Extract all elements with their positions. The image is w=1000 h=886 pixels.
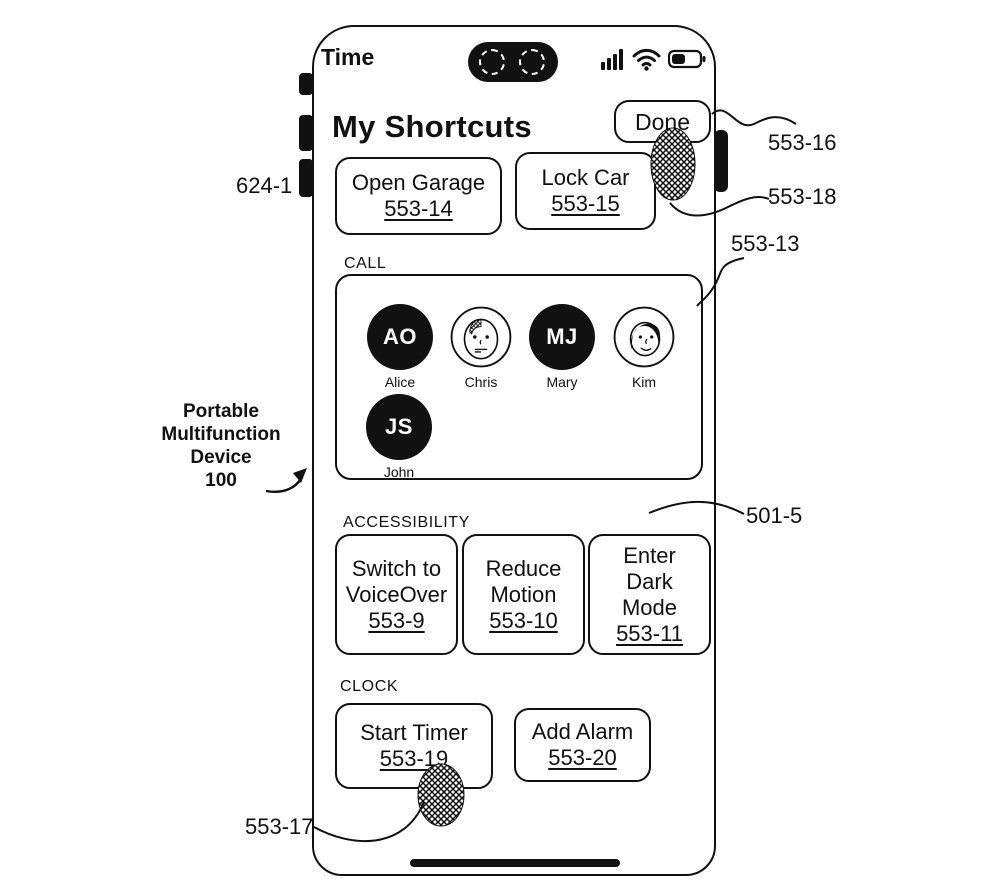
shortcut-ref: 553-9 bbox=[368, 607, 425, 633]
contact-kim[interactable]: Kim bbox=[611, 304, 677, 390]
contact-john[interactable]: JS John bbox=[366, 394, 432, 480]
avatar: AO bbox=[367, 304, 433, 370]
contact-name: John bbox=[383, 464, 415, 480]
done-button[interactable]: Done bbox=[614, 100, 711, 143]
contact-chris[interactable]: Chris bbox=[448, 304, 514, 390]
device-frame: Time My Shortcuts bbox=[312, 25, 716, 876]
camera-icon bbox=[479, 49, 505, 75]
ref-label-screen: 501-5 bbox=[746, 503, 803, 528]
contact-mary[interactable]: MJ Mary bbox=[529, 304, 595, 390]
clock-section-heading: CLOCK bbox=[340, 678, 399, 695]
action-button[interactable] bbox=[299, 159, 313, 197]
battery-icon bbox=[668, 49, 706, 69]
shortcut-ref: 553-19 bbox=[379, 746, 449, 771]
wifi-icon bbox=[632, 48, 661, 71]
avatar: JS bbox=[366, 394, 432, 460]
shortcut-label: Add Alarm bbox=[531, 719, 634, 744]
shortcut-label: Open Garage bbox=[351, 170, 486, 195]
shortcut-lock-car-button[interactable]: Lock Car 553-15 bbox=[515, 152, 656, 230]
avatar: MJ bbox=[529, 304, 595, 370]
shortcut-label: Start Timer bbox=[360, 720, 468, 745]
shortcut-voiceover-button[interactable]: Switch to VoiceOver 553-9 bbox=[335, 534, 458, 655]
accessibility-section-heading: ACCESSIBILITY bbox=[343, 514, 470, 531]
ref-label-done-button: 553-16 bbox=[768, 130, 837, 155]
male-face-icon bbox=[450, 306, 512, 368]
statusbar-icons bbox=[601, 47, 706, 71]
shortcut-label: Enter Dark Mode bbox=[621, 542, 678, 620]
home-indicator[interactable] bbox=[410, 859, 620, 867]
shortcut-ref: 553-20 bbox=[548, 745, 617, 770]
contact-name: Chris bbox=[464, 374, 498, 390]
ref-label-side-button: 624-1 bbox=[236, 173, 293, 198]
call-section-heading: CALL bbox=[344, 255, 387, 272]
volume-up-button[interactable] bbox=[299, 73, 313, 95]
shortcut-ref: 553-10 bbox=[489, 607, 558, 633]
ref-label-done-touch: 553-18 bbox=[768, 184, 837, 209]
device-caption-line: Portable bbox=[182, 401, 260, 422]
device-caption-line: Multifunction bbox=[161, 424, 281, 445]
statusbar-time: Time bbox=[321, 44, 375, 70]
shortcut-label: Reduce Motion bbox=[485, 555, 562, 607]
contact-name: Kim bbox=[631, 374, 657, 390]
camera-icon bbox=[519, 49, 545, 75]
shortcut-add-alarm-button[interactable]: Add Alarm 553-20 bbox=[514, 708, 651, 782]
shortcut-ref: 553-15 bbox=[551, 191, 620, 216]
device-caption-line: 100 bbox=[205, 470, 237, 491]
contact-name: Mary bbox=[546, 374, 578, 390]
device-caption: Portable Multifunction Device 100 bbox=[128, 400, 314, 492]
page-title: My Shortcuts bbox=[332, 109, 532, 144]
shortcut-open-garage-button[interactable]: Open Garage 553-14 bbox=[335, 157, 502, 235]
power-button[interactable] bbox=[714, 130, 728, 192]
ref-label-call-section: 553-13 bbox=[731, 231, 800, 256]
avatar bbox=[448, 304, 514, 370]
device-caption-line: Device bbox=[190, 447, 252, 468]
done-button-label: Done bbox=[635, 108, 690, 135]
shortcut-label: Lock Car bbox=[541, 165, 630, 190]
shortcut-ref: 553-11 bbox=[616, 620, 683, 646]
signal-icon bbox=[601, 49, 623, 70]
leader-line-553-16 bbox=[711, 109, 797, 127]
call-section: AO Alice bbox=[335, 274, 703, 480]
volume-down-button[interactable] bbox=[299, 115, 313, 151]
female-face-icon bbox=[613, 306, 675, 368]
avatar bbox=[611, 304, 677, 370]
shortcut-start-timer-button[interactable]: Start Timer 553-19 bbox=[335, 703, 493, 789]
dynamic-island bbox=[468, 42, 558, 82]
shortcut-dark-mode-button[interactable]: Enter Dark Mode 553-11 bbox=[588, 534, 711, 655]
contact-name: Alice bbox=[384, 374, 416, 390]
shortcut-label: Switch to VoiceOver bbox=[345, 555, 448, 607]
ref-label-timer-touch: 553-17 bbox=[245, 814, 314, 839]
shortcut-reduce-motion-button[interactable]: Reduce Motion 553-10 bbox=[462, 534, 585, 655]
shortcut-ref: 553-14 bbox=[384, 196, 453, 221]
contact-alice[interactable]: AO Alice bbox=[367, 304, 433, 390]
